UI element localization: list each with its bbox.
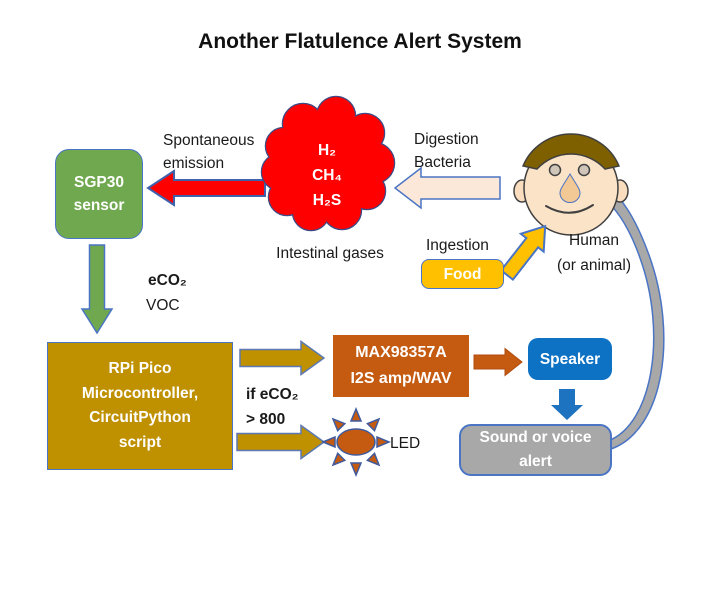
- eye-left: [548, 163, 562, 177]
- emission-arrow: [146, 169, 266, 207]
- voc-label: VOC: [146, 297, 180, 314]
- food-box: Food: [421, 259, 504, 289]
- speaker-box: Speaker: [528, 338, 612, 380]
- eco2-arrow: [80, 244, 114, 335]
- gas-cloud-label: H₂ CH₄ H₂S: [312, 142, 342, 209]
- human-label: Human (or animal): [556, 232, 632, 274]
- alert-box: Sound or voice alert: [459, 424, 612, 476]
- ingestion-label: Ingestion: [426, 237, 489, 254]
- amp-box: MAX98357A I2S amp/WAV: [333, 335, 469, 397]
- ingestion-arrow: [499, 224, 547, 282]
- threshold-label: > 800: [246, 411, 286, 428]
- page-title: Another Flatulence Alert System: [198, 30, 522, 53]
- hair: [521, 133, 621, 170]
- eco2-label: eCO₂: [148, 272, 187, 289]
- intestinal-gases-label: Intestinal gases: [276, 245, 384, 262]
- rpi-to-led-arrow: [236, 424, 326, 460]
- led-icon: [321, 407, 391, 477]
- condition-label: if eCO₂: [246, 386, 299, 403]
- rpi-pico-box: RPi Pico Microcontroller, CircuitPython …: [47, 342, 233, 470]
- smile: [545, 204, 594, 214]
- sgp30-sensor-box: SGP30 sensor: [55, 149, 143, 239]
- digestion-arrow: [393, 166, 501, 210]
- speaker-to-alert-arrow: [551, 389, 583, 420]
- nose: [559, 173, 581, 203]
- eye-right: [577, 163, 591, 177]
- amp-to-speaker-arrow: [473, 347, 523, 377]
- led-label: LED: [390, 435, 421, 452]
- human-face: [513, 133, 629, 236]
- digestion-bacteria-label: Digestion Bacteria: [414, 131, 479, 171]
- rpi-to-amp-arrow: [239, 340, 326, 376]
- spontaneous-emission-label: Spontaneous emission: [163, 132, 255, 172]
